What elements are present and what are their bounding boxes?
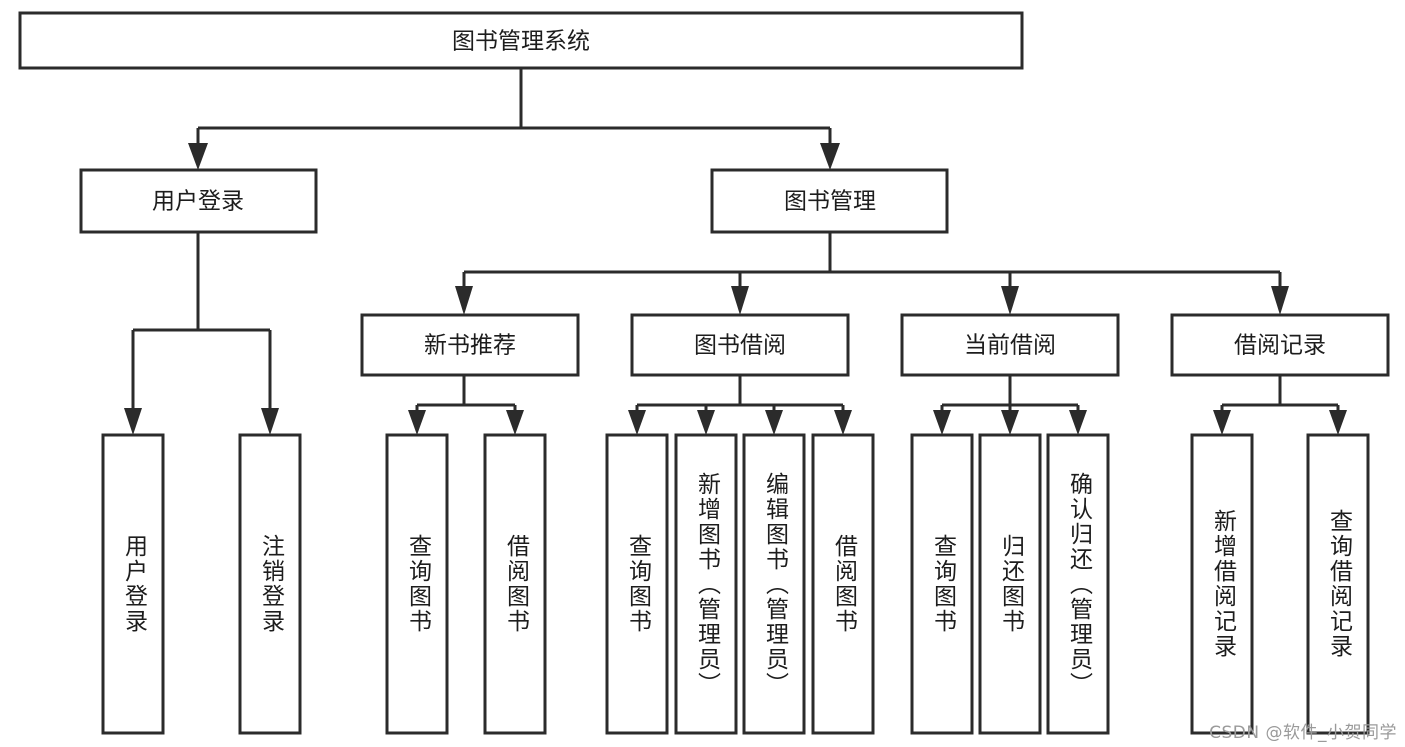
connectors-root-to-level2	[188, 68, 840, 170]
leaf-boxes-book-borrow	[605, 433, 875, 735]
leaf-box-borrow-book-2[interactable]	[811, 433, 875, 735]
node-book-borrow-box[interactable]	[630, 313, 850, 377]
leaf-box-add-record[interactable]	[1190, 433, 1254, 735]
node-borrow-record-box[interactable]	[1170, 313, 1390, 377]
connectors-user-login-leaves	[124, 232, 279, 435]
node-book-borrow[interactable]: 图书借阅	[630, 313, 850, 377]
leaf-box-query-book-3[interactable]	[910, 433, 974, 735]
node-new-book-recommend[interactable]: 新书推荐	[360, 313, 580, 377]
node-root-box[interactable]	[18, 11, 1024, 70]
leaf-box-logout[interactable]	[238, 433, 302, 735]
leaf-box-add-book[interactable]	[674, 433, 738, 735]
arrow-head-leaf-add-record	[1213, 410, 1231, 435]
node-root[interactable]: 图书管理系统	[18, 11, 1024, 70]
arrow-head-leaf-add-book	[697, 410, 715, 435]
leaf-box-return-book[interactable]	[978, 433, 1042, 735]
arrow-head-leaf-edit-book	[765, 410, 783, 435]
leaf-box-borrow-book-1[interactable]	[483, 433, 547, 735]
node-root-label: 图书管理系统	[452, 29, 590, 55]
arrow-head-leaf-user-login	[124, 408, 142, 435]
node-book-borrow-label: 图书借阅	[694, 333, 786, 359]
arrow-head-leaf-return-book	[1001, 410, 1019, 435]
csdn-watermark: CSDN @软件_小贺同学	[1209, 723, 1397, 743]
arrow-head-book-manage	[820, 143, 840, 170]
arrow-head-leaf-query-book-1	[408, 410, 426, 435]
connectors-borrow-record-leaves	[1213, 375, 1347, 435]
node-book-manage-box[interactable]	[710, 168, 949, 234]
node-user-login-label: 用户登录	[152, 189, 244, 215]
node-new-book-recommend-label: 新书推荐	[424, 333, 516, 359]
leaf-boxes-borrow-record	[1190, 433, 1370, 735]
node-user-login-box[interactable]	[79, 168, 318, 234]
node-user-login[interactable]: 用户登录	[79, 168, 318, 234]
leaf-boxes-user-login	[101, 433, 302, 735]
node-book-manage[interactable]: 图书管理	[710, 168, 949, 234]
arrow-head-borrow-record	[1271, 286, 1289, 315]
node-current-borrow-label: 当前借阅	[964, 333, 1056, 359]
arrow-head-new-book	[455, 286, 473, 315]
leaf-box-user-login[interactable]	[101, 433, 165, 735]
leaf-box-confirm-return[interactable]	[1046, 433, 1110, 735]
arrow-head-leaf-query-book-2	[628, 410, 646, 435]
arrow-head-leaf-query-book-3	[933, 410, 951, 435]
arrow-head-leaf-query-record	[1329, 410, 1347, 435]
arrow-head-leaf-logout	[261, 408, 279, 435]
node-borrow-record-label: 借阅记录	[1234, 333, 1326, 359]
leaf-boxes-new-book-recommend	[385, 433, 547, 735]
arrow-head-leaf-confirm-return	[1069, 410, 1087, 435]
leaf-box-query-book-1[interactable]	[385, 433, 449, 735]
node-current-borrow[interactable]: 当前借阅	[900, 313, 1120, 377]
leaf-boxes-current-borrow	[910, 433, 1110, 735]
arrow-head-book-borrow	[731, 286, 749, 315]
node-current-borrow-box[interactable]	[900, 313, 1120, 377]
node-new-book-recommend-box[interactable]	[360, 313, 580, 377]
node-book-manage-label: 图书管理	[784, 189, 876, 215]
leaf-box-query-book-2[interactable]	[605, 433, 669, 735]
leaf-box-edit-book[interactable]	[742, 433, 806, 735]
arrow-head-leaf-borrow-book-1	[506, 410, 524, 435]
leaf-box-query-record[interactable]	[1306, 433, 1370, 735]
connectors-book-borrow-leaves	[628, 375, 852, 435]
arrow-head-leaf-borrow-book-2	[834, 410, 852, 435]
connectors-new-book-leaves	[408, 375, 524, 435]
arrow-head-current-borrow	[1001, 286, 1019, 315]
connectors-current-borrow-leaves	[933, 375, 1087, 435]
node-borrow-record[interactable]: 借阅记录	[1170, 313, 1390, 377]
arrow-head-user-login	[188, 143, 208, 170]
connectors-book-manage-to-level3	[455, 232, 1289, 315]
